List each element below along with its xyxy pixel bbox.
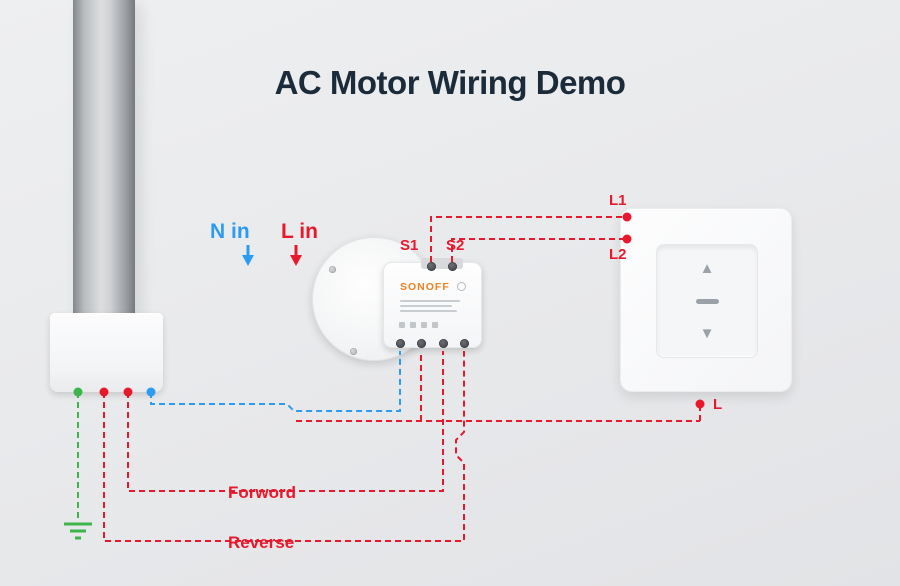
motor-ground-dot: [73, 387, 83, 397]
motor-neutral-dot: [146, 387, 156, 397]
s1-wire: [430, 216, 623, 262]
ground-symbol-icon: [64, 522, 92, 540]
label-reverse: Reverse: [228, 533, 295, 552]
neutral-wire: [150, 351, 401, 412]
n-in-down-arrow-icon: [242, 245, 254, 266]
label-l: L: [713, 396, 723, 413]
pairing-button-icon: [457, 282, 466, 291]
terminal-screw-l1out: [439, 339, 448, 348]
switch-rocker-panel: ▲ ▼: [656, 244, 758, 358]
sonoff-logo: SONOFF: [400, 281, 450, 293]
label-n-in: N in: [210, 220, 250, 243]
switch-l-dot: [695, 399, 705, 409]
screw-icon: [329, 266, 336, 273]
spec-text-lines: [400, 300, 462, 315]
l-in-down-arrow-icon: [290, 245, 302, 266]
motor-live-dot-1: [99, 387, 109, 397]
label-forward: Forword: [228, 483, 296, 502]
forward-wire: [127, 351, 444, 492]
terminal-screw-s2: [448, 262, 457, 271]
terminal-screw-l: [417, 339, 426, 348]
terminal-screw-s1: [427, 262, 436, 271]
reverse-wire: [103, 351, 465, 542]
certification-icons: [399, 322, 438, 328]
wall-switch: ▲ ▼: [620, 208, 792, 392]
motor-live-dot-2: [123, 387, 133, 397]
label-s2: S2: [446, 237, 465, 254]
motor-tube: [73, 0, 135, 320]
sonoff-device: SONOFF: [383, 258, 482, 348]
down-arrow-icon: ▼: [699, 325, 715, 342]
switch-l2-dot: [622, 234, 632, 244]
motor-base: [50, 313, 163, 392]
label-l-in: L in: [281, 220, 318, 243]
label-l1: L1: [609, 192, 627, 209]
terminal-screw-n: [396, 339, 405, 348]
label-l2: L2: [609, 246, 627, 263]
terminal-block-top: [421, 258, 463, 269]
up-arrow-icon: ▲: [699, 260, 715, 277]
label-s1: S1: [400, 237, 419, 254]
page-title: AC Motor Wiring Demo: [274, 64, 626, 101]
switch-l1-dot: [622, 212, 632, 222]
s2-wire: [451, 238, 623, 262]
screw-icon: [350, 348, 357, 355]
terminal-screw-l2out: [460, 339, 469, 348]
stop-bar-icon: [695, 298, 719, 304]
